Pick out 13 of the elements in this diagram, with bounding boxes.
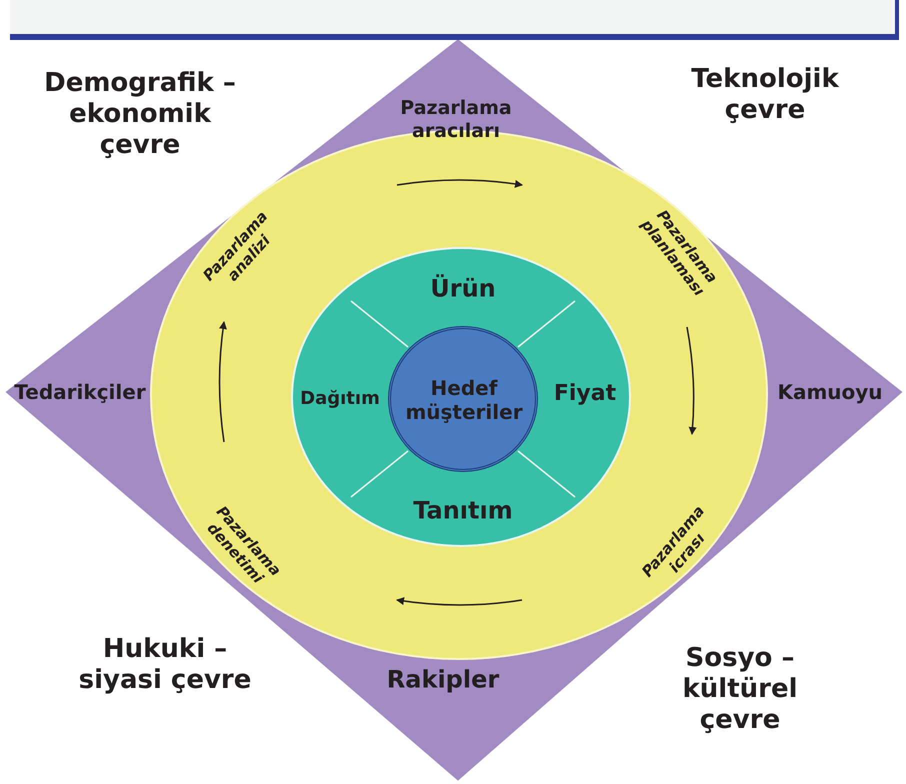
- environment-label: Hukuki – siyasi çevre: [78, 634, 252, 696]
- segment-label: Hedef müşteriler: [405, 376, 523, 424]
- segment-label: Kamuoyu: [777, 380, 883, 404]
- segment-label: Ürün: [430, 274, 496, 304]
- segment-label: Tanıtım: [413, 496, 513, 526]
- segment-label: Pazarlama aracıları: [400, 97, 512, 143]
- segment-label: Fiyat: [554, 380, 616, 408]
- segment-label: Tedarikçiler: [14, 380, 146, 404]
- environment-label: Demografik – ekonomik çevre: [43, 68, 237, 162]
- environment-label: Teknolojik çevre: [690, 64, 840, 126]
- environment-label: Sosyo – kültürel çevre: [681, 643, 799, 737]
- segment-label: Rakipler: [386, 666, 500, 694]
- segment-label: Dağıtım: [300, 388, 380, 410]
